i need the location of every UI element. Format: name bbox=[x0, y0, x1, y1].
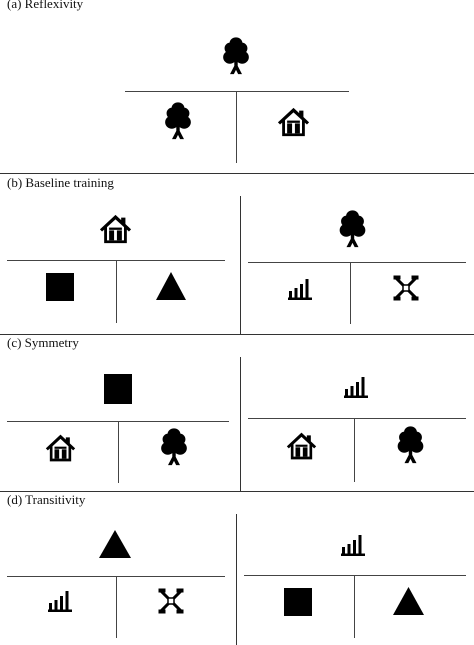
trial-d1-vline bbox=[116, 576, 117, 638]
house-icon bbox=[43, 432, 78, 464]
trial-b2-hline bbox=[248, 262, 466, 263]
trial-b2-vline bbox=[350, 262, 351, 324]
bars-icon bbox=[341, 533, 365, 557]
section-d-vline bbox=[236, 514, 237, 645]
triangle-icon bbox=[393, 587, 424, 615]
section-c-vline bbox=[240, 357, 241, 491]
tree-icon bbox=[160, 101, 196, 141]
square-icon bbox=[104, 374, 132, 404]
triangle-icon bbox=[99, 530, 131, 558]
bars-icon bbox=[48, 589, 72, 613]
tree-icon bbox=[218, 36, 254, 76]
square-icon bbox=[284, 588, 312, 616]
trial-d2-hline bbox=[244, 575, 466, 576]
square-icon bbox=[46, 273, 74, 301]
trial-c2-vline bbox=[354, 418, 355, 482]
trial-d2-vline bbox=[354, 575, 355, 638]
house-icon bbox=[284, 430, 319, 462]
section-d-label: (d) Transitivity bbox=[7, 492, 86, 507]
tree-icon bbox=[393, 425, 428, 465]
section-divider-bc bbox=[0, 334, 474, 335]
section-b-label: (b) Baseline training bbox=[7, 175, 114, 190]
bars-icon bbox=[288, 277, 312, 301]
tree-icon bbox=[156, 427, 192, 467]
trial-a-hline bbox=[125, 91, 349, 92]
section-divider-ab bbox=[0, 173, 474, 174]
trial-c2-hline bbox=[248, 418, 466, 419]
house-icon bbox=[276, 105, 311, 139]
triangle-icon bbox=[156, 272, 186, 300]
crossed-tools-icon bbox=[158, 588, 184, 614]
tree-icon bbox=[335, 209, 370, 249]
trial-b1-vline bbox=[116, 260, 117, 323]
crossed-tools-icon bbox=[393, 275, 419, 301]
bars-icon bbox=[344, 375, 368, 399]
section-a-label: (a) Reflexivity bbox=[7, 0, 84, 11]
section-b-vline bbox=[240, 196, 241, 334]
trial-c1-vline bbox=[118, 421, 119, 483]
trial-a-vline bbox=[236, 91, 237, 163]
section-divider-cd bbox=[0, 491, 474, 492]
house-icon bbox=[98, 212, 133, 246]
section-c-label: (c) Symmetry bbox=[7, 335, 79, 350]
